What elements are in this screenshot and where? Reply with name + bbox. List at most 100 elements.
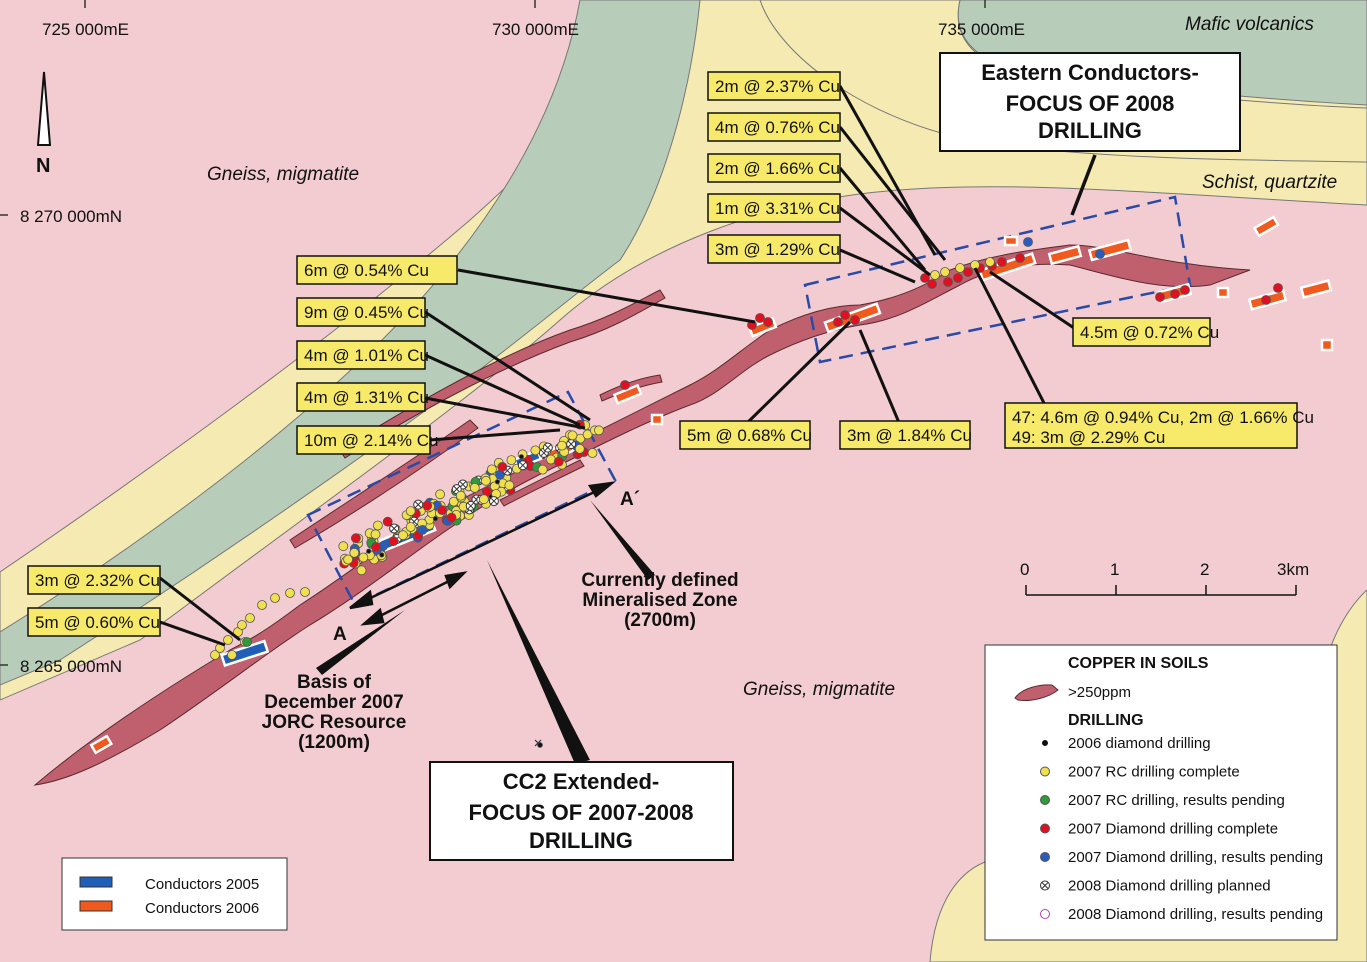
drill-hole: [237, 620, 247, 630]
intercept-callout: 2m @ 1.66% Cu: [707, 153, 841, 183]
label-gneiss-nw: Gneiss, migmatite: [207, 164, 359, 185]
conductor-2006: [1003, 235, 1019, 247]
drill-hole: [480, 475, 491, 486]
planned-hole-icon: [517, 460, 528, 471]
intercept-callout: 3m @ 2.32% Cu: [27, 565, 161, 595]
planned-hole-icon: [465, 500, 476, 511]
drill-hole: [210, 650, 220, 660]
north-arrow-icon: [36, 71, 52, 146]
drill-hole: [469, 482, 480, 493]
callout-multi-box: [1004, 402, 1298, 449]
drill-hole: [370, 529, 381, 540]
drill-hole: [1273, 283, 1283, 293]
north-arrow: N: [36, 71, 52, 177]
legend-drilling-label: 2007 Diamond drilling complete: [1068, 821, 1278, 838]
mineralised-pointer: [590, 500, 655, 580]
legend-soils-item: >250ppm: [1068, 684, 1131, 701]
legend-drilling-label: 2007 RC drilling, results pending: [1068, 792, 1285, 809]
conductors-legend: Conductors 2005 Conductors 2006: [61, 857, 288, 931]
drill-hole: [356, 565, 367, 576]
callout-multi-line-1: 47: 4.6m @ 0.94% Cu, 2m @ 1.66% Cu: [1012, 408, 1314, 427]
drill-hole: [448, 496, 459, 507]
planned-hole-icon: [566, 439, 577, 450]
drill-hole: [432, 516, 438, 522]
easting-label-730: 730 000mE: [492, 20, 579, 39]
legend-drilling-label: 2008 Diamond drilling, results pending: [1068, 906, 1323, 923]
intercept-text: 5m @ 0.60% Cu: [35, 613, 160, 632]
north-label: N: [36, 155, 50, 177]
drill-hole: [405, 506, 416, 517]
label-mafic: Mafic volcanics: [1185, 14, 1314, 35]
drill-hole: [486, 464, 497, 475]
scale-tick-2: 2: [1200, 560, 1209, 579]
drill-hole: [927, 279, 937, 289]
drill-hole: [494, 479, 500, 485]
legend-soils-title: COPPER IN SOILS: [1068, 655, 1209, 672]
intercept-text: 6m @ 0.54% Cu: [304, 261, 429, 280]
intercept-text: 3m @ 1.29% Cu: [715, 240, 840, 259]
drill-hole: [587, 448, 598, 458]
drill-hole: [398, 530, 408, 541]
legend-drilling-label: 2007 Diamond drilling, results pending: [1068, 849, 1323, 866]
jorc-line-2: December 2007: [264, 692, 403, 713]
label-schist: Schist, quartzite: [1202, 172, 1337, 193]
legend-drilling-label: 2008 Diamond drilling planned: [1068, 878, 1271, 895]
drill-hole: [553, 456, 564, 467]
legend-soil-swatch: [1014, 684, 1059, 701]
intercept-text: 1m @ 3.31% Cu: [715, 199, 840, 218]
planned-hole-icon: [542, 442, 553, 453]
intercept-callout: 4.5m @ 0.72% Cu: [1072, 317, 1219, 347]
drill-hole: [270, 593, 280, 603]
northing-label-8270: 8 270 000mN: [20, 207, 122, 226]
legend-drilling-item: 2007 RC drilling, results pending: [1040, 792, 1285, 809]
drill-hole: [227, 650, 237, 660]
drill-hole: [574, 443, 585, 454]
drill-hole: [372, 520, 383, 531]
intercept-text: 10m @ 2.14% Cu: [304, 431, 438, 450]
jorc-line-3: JORC Resource: [262, 712, 407, 733]
drill-hole: [940, 267, 950, 277]
drill-hole: [557, 440, 567, 451]
intercept-callout: 3m @ 1.29% Cu: [707, 234, 841, 264]
scale-tick-3: 3km: [1277, 560, 1309, 579]
intercept-callout: 10m @ 2.14% Cu: [296, 425, 438, 455]
section-label-a: A: [333, 624, 347, 645]
drill-hole: [478, 494, 489, 505]
drill-hole: [300, 587, 310, 597]
drill-hole: [455, 490, 466, 501]
drill-hole: [506, 455, 517, 466]
legend-drilling-item: 2006 diamond drilling: [1042, 735, 1211, 752]
intercept-text: 4.5m @ 0.72% Cu: [1080, 323, 1219, 342]
intercept-text: 5m @ 0.68% Cu: [687, 426, 812, 445]
intercept-callout: 6m @ 0.54% Cu: [296, 255, 458, 285]
drill-hole: [497, 461, 508, 472]
callout-multi-line-2: 49: 3m @ 2.29% Cu: [1012, 428, 1165, 447]
label-gneiss-se: Gneiss, migmatite: [743, 679, 895, 700]
callout-multi: 47: 4.6m @ 0.94% Cu, 2m @ 1.66% Cu 49: 3…: [1004, 402, 1314, 449]
legend-drilling-title: DRILLING: [1068, 712, 1144, 729]
legend-drilling-item: 2007 RC drilling complete: [1040, 764, 1240, 781]
eastern-conductors-box: Eastern Conductors- FOCUS OF 2008 DRILLI…: [939, 52, 1241, 152]
drill-hole: [963, 267, 973, 277]
eastern-focus-box: [803, 195, 1192, 364]
conductor-2006: [1047, 244, 1083, 266]
intercept-callout: 3m @ 1.84% Cu: [839, 420, 972, 450]
legend-drilling-item: 2008 Diamond drilling planned: [1040, 878, 1271, 895]
easting-label-735: 735 000mE: [938, 20, 1025, 39]
jorc-line-4: (1200m): [298, 732, 370, 753]
zone-arrows: [349, 481, 617, 626]
drill-hole: [379, 552, 385, 558]
drill-hole: [530, 445, 541, 456]
easting-label-725: 725 000mE: [42, 20, 129, 39]
drill-hole: [343, 554, 354, 565]
eastern-line-2: FOCUS OF 2008: [1006, 91, 1175, 116]
grid-ticks: [0, 0, 986, 666]
drill-hole: [242, 637, 252, 647]
legend-drilling-items: 2006 diamond drilling 2007 RC drilling co…: [1040, 735, 1323, 923]
legend-conductor-2005-swatch: [79, 876, 113, 888]
drill-hole: [349, 547, 360, 558]
drill-hole: [366, 548, 372, 554]
scale-bar: 0 1 2 3km: [1020, 560, 1309, 596]
conductor-2006: [1252, 215, 1280, 238]
